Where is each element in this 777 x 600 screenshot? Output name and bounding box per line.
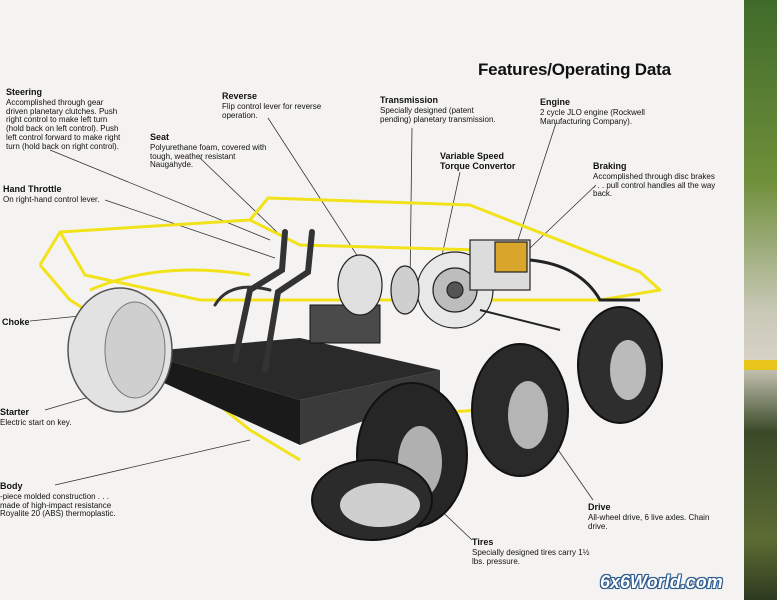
- label-hand-throttle: Hand Throttle On right-hand control leve…: [3, 184, 123, 205]
- label-hand-throttle-text: On right-hand control lever.: [3, 194, 100, 204]
- label-hand-throttle-heading: Hand Throttle: [3, 184, 62, 194]
- label-starter-heading: Starter: [0, 407, 30, 417]
- label-drive-heading: Drive: [588, 502, 611, 512]
- label-tires-heading: Tires: [472, 537, 494, 547]
- label-engine: Engine 2 cycle JLO engine (Rockwell Manu…: [540, 97, 662, 126]
- label-starter: Starter Electric start on key.: [0, 407, 90, 428]
- label-variable-speed: Variable Speed Torque Convertor: [440, 151, 530, 172]
- rear-wheel-ghost: [67, 287, 173, 413]
- label-engine-heading: Engine: [540, 97, 571, 107]
- yellow-vehicle-fragment: [744, 360, 777, 370]
- label-reverse-text: Flip control lever for reverse operation…: [222, 101, 322, 120]
- label-transmission-text: Specially designed (patent pending) plan…: [380, 105, 496, 124]
- label-transmission-heading: Transmission: [380, 95, 439, 105]
- label-starter-text: Electric start on key.: [0, 417, 72, 427]
- label-body-heading: Body: [0, 481, 23, 491]
- label-braking: Braking Accomplished through disc brakes…: [593, 161, 717, 199]
- watermark: 6x6World.com: [600, 572, 723, 592]
- label-tires: Tires Specially designed tires carry 1½ …: [472, 537, 597, 566]
- label-braking-text: Accomplished through disc brakes . . . p…: [593, 171, 716, 199]
- brochure-page: Features/Operating Data Steering Accompl…: [0, 0, 744, 600]
- label-variable-speed-heading: Variable Speed Torque Convertor: [440, 151, 516, 171]
- label-choke: Choke: [2, 317, 62, 328]
- label-steering: Steering Accomplished through gear drive…: [6, 87, 126, 152]
- label-tires-text: Specially designed tires carry 1½ lbs. p…: [472, 547, 590, 566]
- control-levers: [213, 229, 315, 373]
- vehicle-cutaway-illustration: [29, 117, 663, 541]
- label-drive: Drive All-wheel drive, 6 live axles. Cha…: [588, 502, 713, 531]
- label-reverse: Reverse Flip control lever for reverse o…: [222, 91, 347, 120]
- label-choke-heading: Choke: [2, 317, 30, 327]
- adjacent-page-photo-strip: [744, 0, 777, 600]
- label-transmission: Transmission Specially designed (patent …: [380, 95, 502, 124]
- label-engine-text: 2 cycle JLO engine (Rockwell Manufacturi…: [540, 107, 645, 126]
- label-body-text: -piece molded construction . . . made of…: [0, 491, 116, 519]
- label-steering-heading: Steering: [6, 87, 43, 97]
- label-seat-heading: Seat: [150, 132, 170, 142]
- page-title: Features/Operating Data: [478, 60, 671, 79]
- label-reverse-heading: Reverse: [222, 91, 258, 101]
- label-seat: Seat Polyurethane foam, covered with tou…: [150, 132, 270, 170]
- label-braking-heading: Braking: [593, 161, 627, 171]
- label-drive-text: All-wheel drive, 6 live axles. Chain dri…: [588, 512, 710, 531]
- label-seat-text: Polyurethane foam, covered with tough, w…: [150, 142, 267, 170]
- label-steering-text: Accomplished through gear driven planeta…: [6, 97, 121, 151]
- tires: [311, 306, 663, 541]
- drivetrain-parts: [337, 239, 640, 331]
- label-body: Body -piece molded construction . . . ma…: [0, 481, 120, 519]
